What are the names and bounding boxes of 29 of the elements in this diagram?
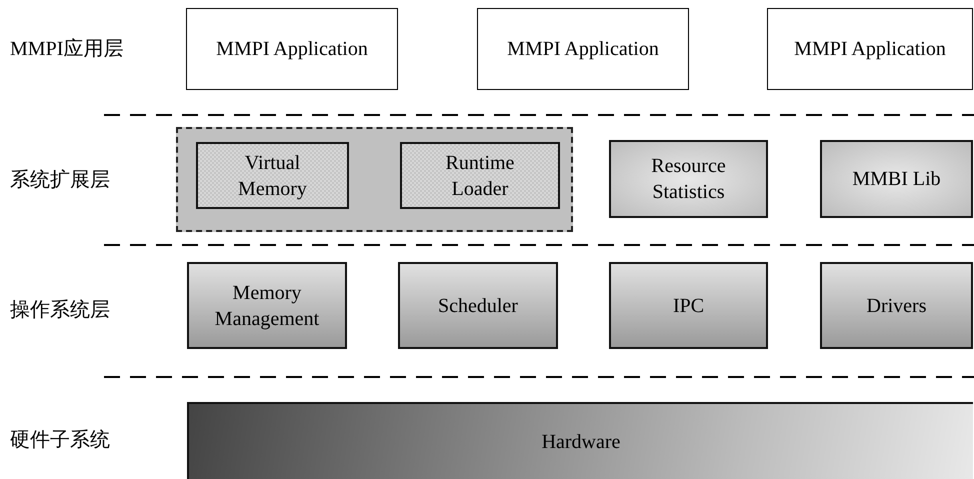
application-box — [186, 8, 398, 90]
layer-label: 硬件子系统 — [10, 428, 110, 453]
box-label: MMPI Application — [506, 37, 660, 62]
box-label: Virtual Memory — [237, 150, 308, 202]
module-box — [609, 140, 768, 218]
module-box — [187, 262, 347, 349]
module-box — [820, 262, 973, 349]
box-label: MMPI Application — [793, 37, 947, 62]
box-label: Hardware — [540, 430, 622, 454]
layer-label: 系统扩展层 — [10, 168, 110, 193]
box-label: Scheduler — [437, 294, 519, 318]
module-box — [196, 142, 349, 209]
hardware-bar — [187, 402, 973, 479]
layer-label: 操作系统层 — [10, 298, 110, 323]
module-box — [398, 262, 558, 349]
box-label: Runtime Loader — [444, 150, 516, 202]
box-label: MMBI Lib — [851, 167, 942, 192]
application-box — [767, 8, 973, 90]
box-label: MMPI Application — [215, 37, 369, 62]
layer-label: MMPI应用层 — [10, 37, 124, 62]
application-box — [477, 8, 689, 90]
box-label: Drivers — [866, 294, 928, 318]
group-panel — [176, 127, 573, 232]
module-box — [609, 262, 768, 349]
box-label: Memory Management — [214, 280, 320, 332]
box-label: IPC — [672, 294, 706, 318]
module-box — [400, 142, 560, 209]
module-box — [820, 140, 973, 218]
box-label: Resource Statistics — [650, 154, 727, 205]
